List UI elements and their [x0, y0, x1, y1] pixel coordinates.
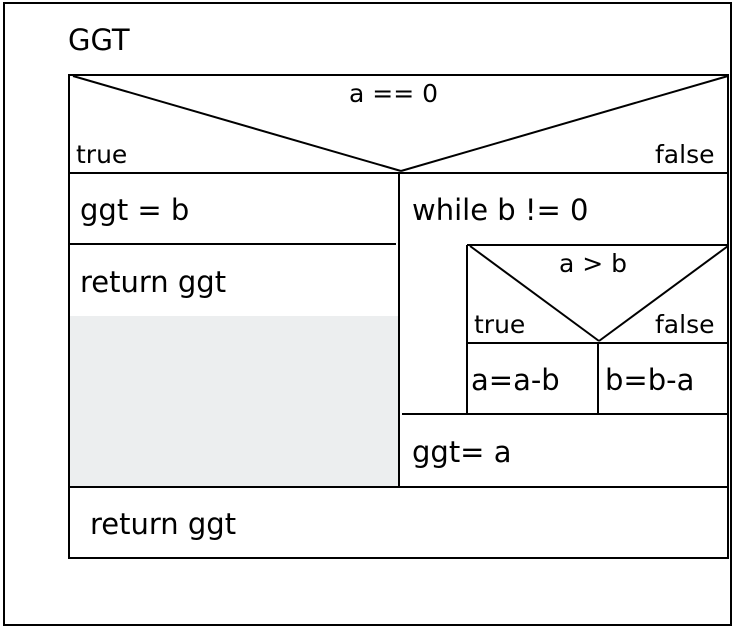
true-branch-stmt-1: ggt = b [80, 193, 190, 227]
inner-if-condition: a > b [559, 249, 628, 278]
diagram-title: GGT [68, 23, 130, 57]
while-loop-header: while b != 0 [412, 193, 589, 227]
inner-if-diagonal-left [469, 245, 600, 342]
outer-if-false-label: false [655, 140, 715, 169]
empty-block [69, 316, 399, 487]
inner-if-diagonal-right [598, 245, 729, 342]
outer-frame [3, 2, 732, 626]
inner-false-stmt: b=b-a [605, 363, 695, 397]
outer-if-true-label: true [76, 140, 128, 169]
outer-if-diagonal-left [72, 75, 402, 172]
final-return-stmt: return ggt [90, 507, 237, 541]
outer-if-diagonal-right [400, 75, 729, 172]
inner-true-stmt: a=a-b [471, 363, 560, 397]
after-loop-stmt: ggt= a [412, 435, 512, 469]
inner-if-true-label: true [474, 310, 526, 339]
outer-if-condition: a == 0 [349, 79, 439, 108]
inner-if-false-label: false [655, 310, 715, 339]
diagram-border [68, 74, 729, 559]
true-branch-stmt-2: return ggt [80, 265, 227, 299]
